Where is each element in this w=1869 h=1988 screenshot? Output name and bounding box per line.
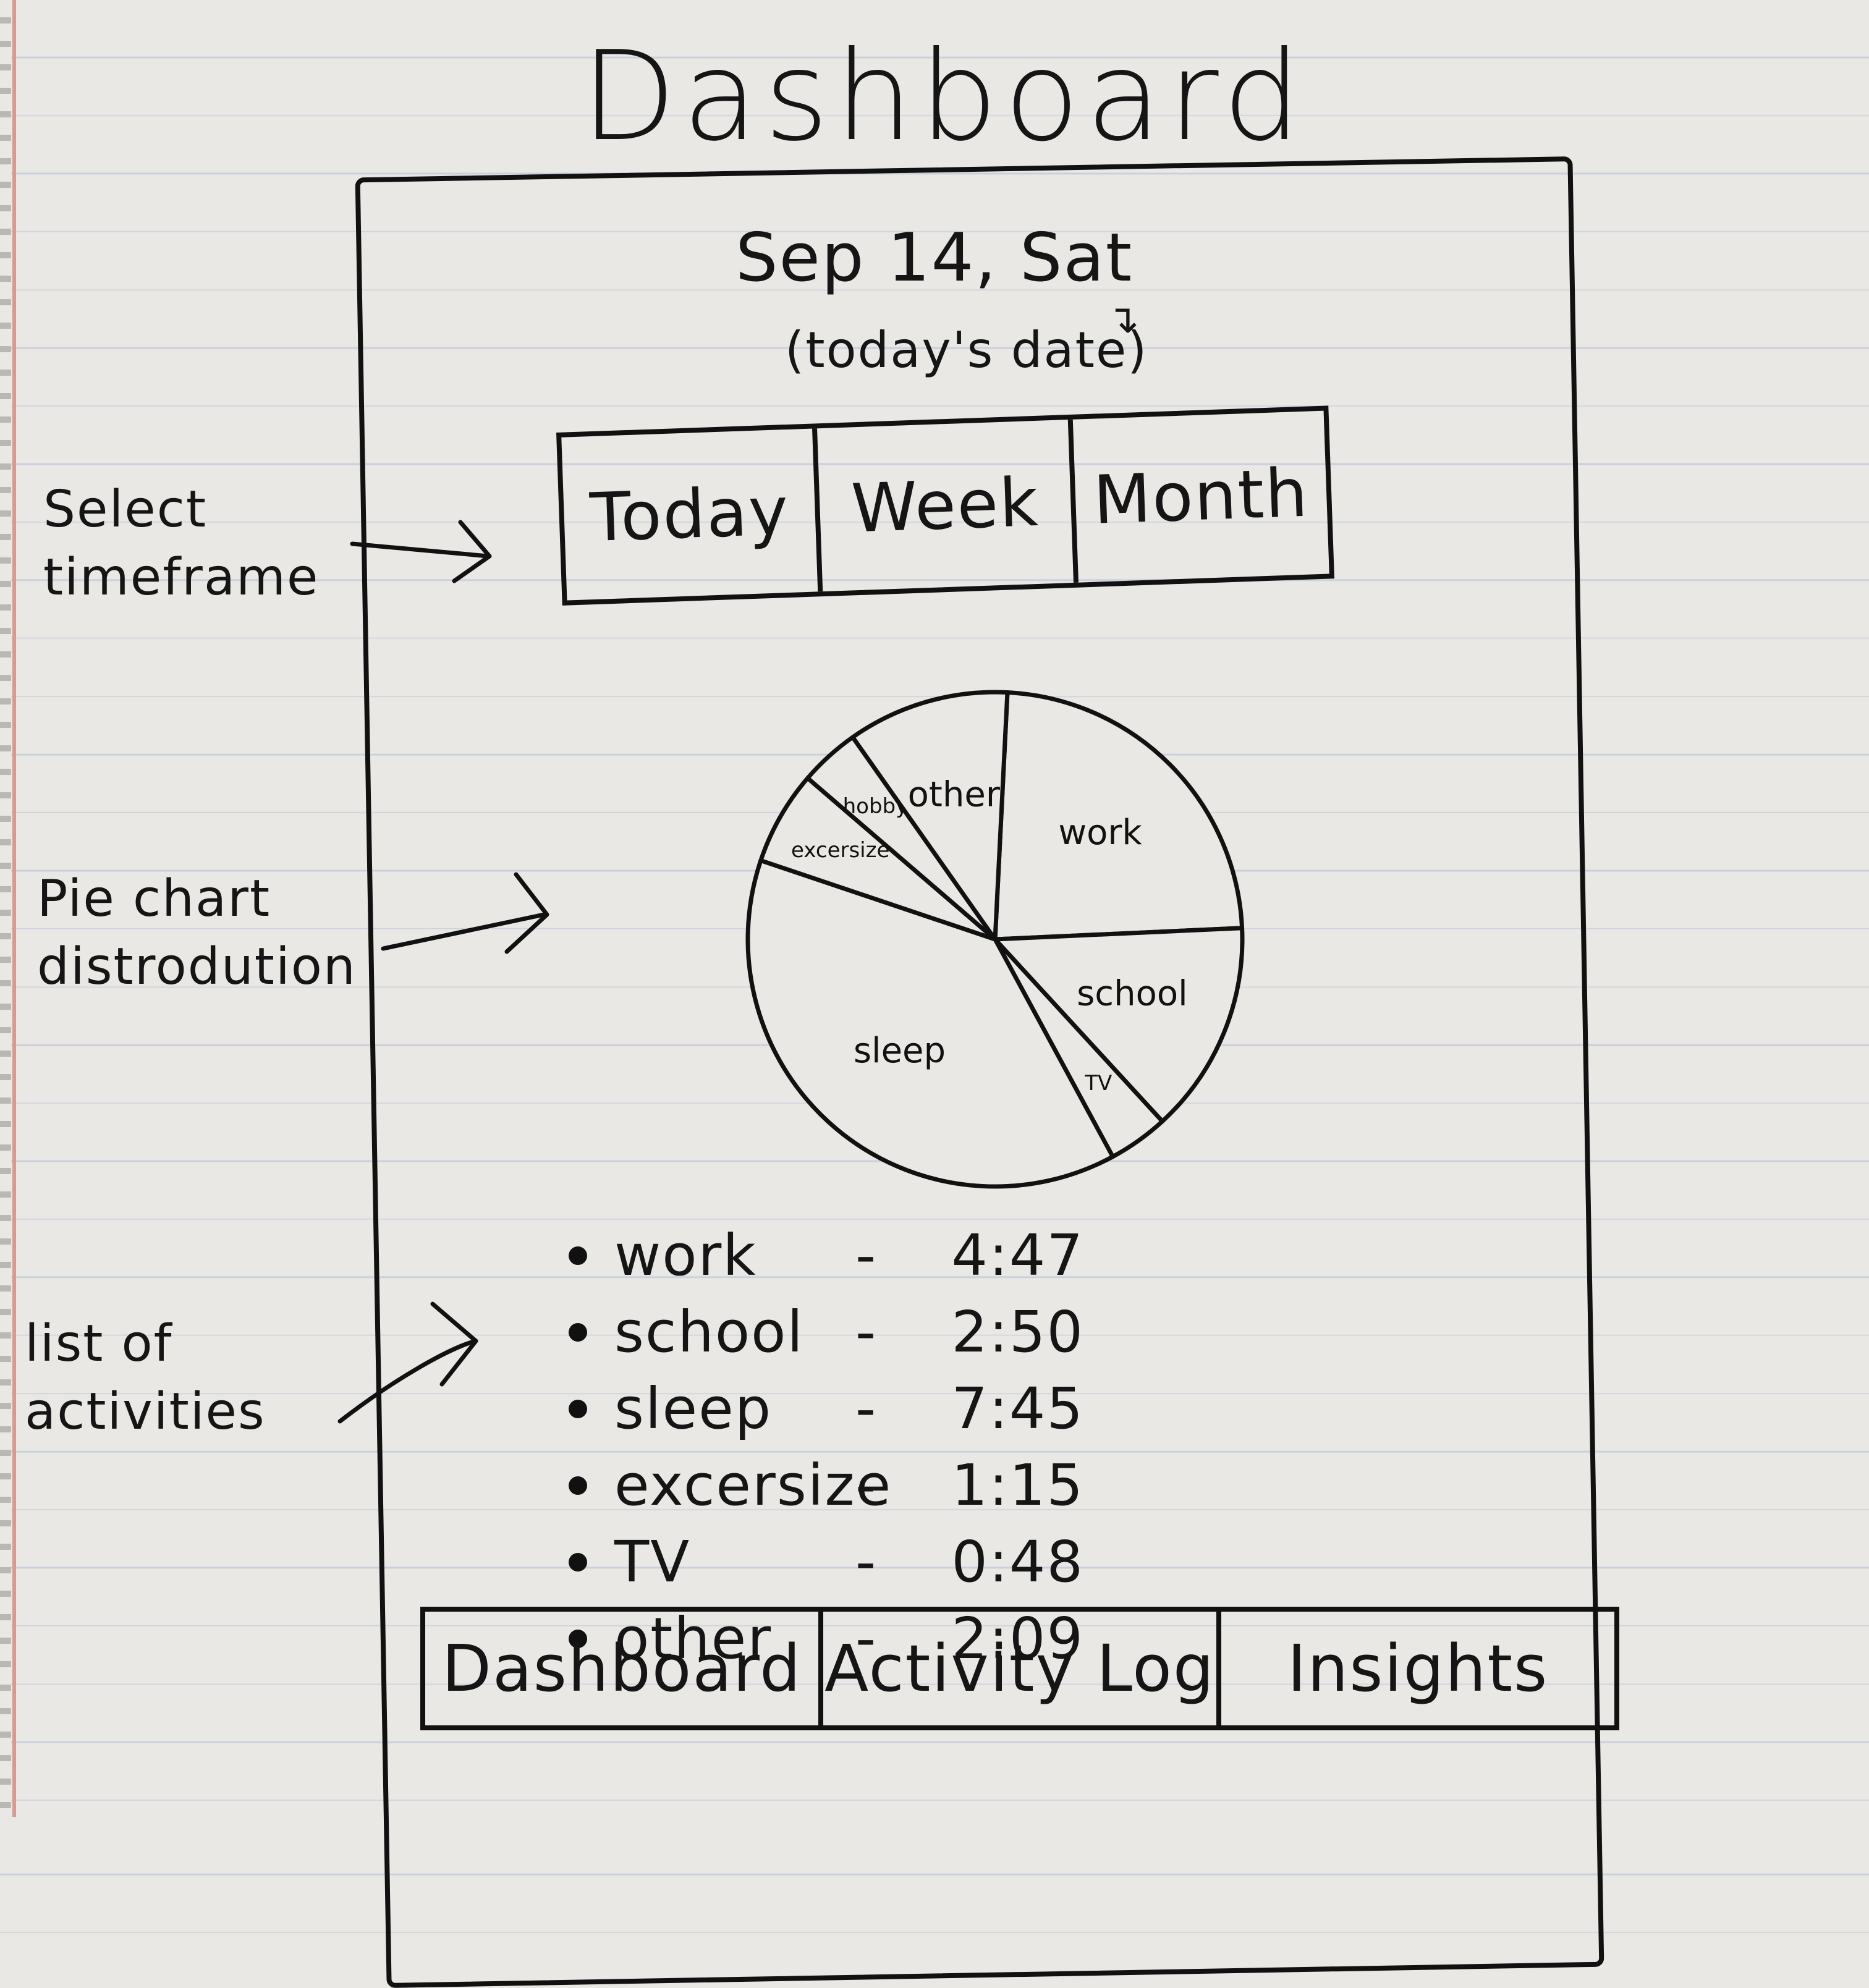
pie-label-sleep: sleep: [854, 1031, 946, 1071]
annotation-arrows: [337, 520, 549, 1424]
tab-dashboard[interactable]: Dashboard: [425, 1612, 823, 1725]
activity-row[interactable]: work - 4:47: [569, 1217, 1084, 1294]
page-title: Dashboard: [581, 25, 1308, 169]
pie-label-TV: TV: [1084, 1071, 1112, 1096]
activity-separator: -: [855, 1529, 878, 1595]
activity-row[interactable]: TV - 0:48: [569, 1524, 1084, 1601]
activity-name: work: [614, 1222, 757, 1288]
activity-separator: -: [855, 1605, 878, 1672]
tab-insights[interactable]: Insights: [1287, 1631, 1549, 1706]
annotation-line: Pie chart: [37, 869, 271, 928]
annotation-select-timeframe: Select timeframe: [43, 476, 319, 612]
activity-time: 2:09: [951, 1605, 1084, 1672]
activity-time: 7:45: [951, 1376, 1084, 1442]
arrow-line: [337, 1339, 478, 1424]
bullet-icon: [569, 1323, 587, 1342]
date-dropdown-icon[interactable]: ↴: [1106, 297, 1141, 342]
annotation-line: distrodution: [37, 937, 357, 996]
annotation-line: list of: [25, 1314, 173, 1373]
annotation-list-of-activities: list of activities: [25, 1310, 266, 1446]
activity-row[interactable]: sleep - 7:45: [569, 1371, 1084, 1447]
tab-activity-log[interactable]: Activity Log: [823, 1612, 1221, 1725]
pie-slice-school[interactable]: [993, 926, 1245, 1124]
activity-name: school: [614, 1299, 804, 1365]
annotation-line: Select: [43, 480, 207, 539]
activity-name: sleep: [614, 1376, 773, 1442]
bullet-icon: [569, 1630, 587, 1648]
activity-time: 4:47: [951, 1222, 1084, 1288]
activity-separator: -: [855, 1222, 878, 1288]
pie-slice-work[interactable]: [993, 690, 1245, 942]
activity-name: TV: [614, 1529, 691, 1595]
activity-row[interactable]: school - 2:50: [569, 1294, 1084, 1371]
bottom-tab-bar: Dashboard Activity Log Insights: [420, 1607, 1619, 1730]
activity-row[interactable]: other - 2:09: [569, 1601, 1084, 1677]
annotation-pie-chart: Pie chart distrodution: [37, 865, 357, 1001]
activity-separator: -: [855, 1452, 878, 1518]
activity-name: excersize: [614, 1452, 892, 1518]
pie-label-work: work: [1058, 813, 1142, 853]
bullet-icon: [569, 1476, 587, 1495]
arrow-head: [430, 1301, 478, 1387]
pie-label-school: school: [1077, 974, 1188, 1014]
notebook-holes: [0, 0, 11, 1817]
activity-time: 2:50: [951, 1299, 1084, 1365]
arrow-head: [504, 872, 549, 954]
current-date: Sep 14, Sat: [735, 219, 1134, 297]
activity-name: other: [614, 1605, 773, 1672]
annotation-line: activities: [25, 1382, 266, 1441]
date-note: (today's date): [785, 321, 1148, 379]
pie-slice-sleep[interactable]: [745, 858, 1115, 1189]
notebook-margin-line: [12, 0, 16, 1817]
activity-time: 0:48: [951, 1529, 1084, 1595]
bullet-icon: [569, 1553, 587, 1571]
arrow-line: [381, 912, 546, 951]
activity-separator: -: [855, 1299, 878, 1365]
arrow-line: [350, 541, 491, 559]
pie-label-excersize: excersize: [791, 838, 889, 863]
activity-list: work - 4:47 school - 2:50 sleep - 7:45 e…: [569, 1217, 1084, 1677]
annotation-line: timeframe: [43, 548, 320, 607]
activity-separator: -: [855, 1376, 878, 1442]
pie-slice-other[interactable]: [850, 690, 1010, 942]
activity-row[interactable]: excersize - 1:15: [569, 1447, 1084, 1524]
pie-slice-excersize[interactable]: [758, 776, 998, 942]
bullet-icon: [569, 1400, 587, 1418]
bullet-icon: [569, 1246, 587, 1265]
arrow-head: [452, 520, 492, 583]
activity-time: 1:15: [951, 1452, 1084, 1518]
pie-label-other: other: [908, 775, 1001, 815]
